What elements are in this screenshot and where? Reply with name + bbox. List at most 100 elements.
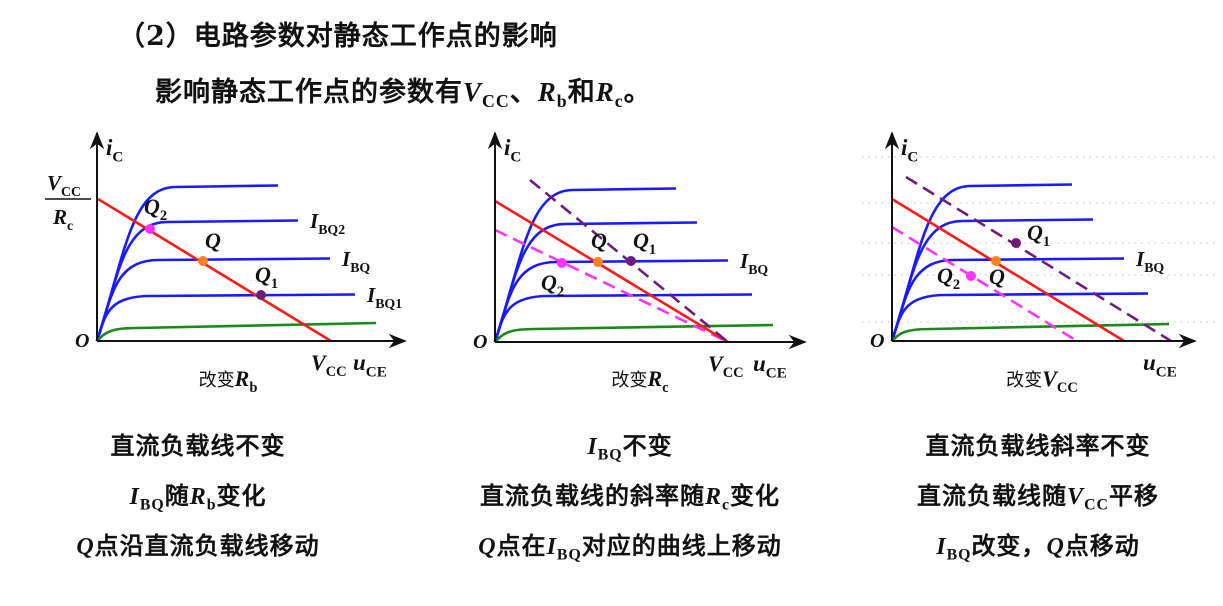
x-axis-label: uCE xyxy=(1143,350,1177,380)
q-label-q: Q xyxy=(591,228,607,253)
cutoff-curve xyxy=(96,321,377,342)
section-title: （2）电路参数对静态工作点的影响 xyxy=(118,21,558,52)
text-run: 直流负载线斜率不变 xyxy=(925,431,1151,460)
subscript: c xyxy=(614,91,624,112)
text-run: 直流负载线随 xyxy=(917,481,1068,510)
note-line: 直流负载线斜率不变 xyxy=(818,424,1223,474)
q-label-q: Q xyxy=(205,228,221,253)
cutoff-curve xyxy=(891,322,1170,342)
output-characteristic-curve xyxy=(95,184,279,342)
output-characteristic-curve xyxy=(493,293,753,343)
curve-label-i-bq: IBQ xyxy=(341,247,370,275)
curve-label-i-bq2: IBQ2 xyxy=(309,209,345,237)
dc-load-line-vcc-higher xyxy=(905,175,1172,343)
symbol: Q xyxy=(1046,534,1065,560)
dc-load-line xyxy=(891,197,1125,343)
text-run: 随 xyxy=(164,481,190,510)
x-tick-vcc: VCC xyxy=(311,350,347,380)
dc-load-line-vcc-lower xyxy=(891,225,1078,343)
q-point-q1 xyxy=(256,290,266,300)
subscript: b xyxy=(206,496,217,514)
subscript: BQ xyxy=(946,546,972,564)
curve-label-i-bq: IBQ xyxy=(1135,247,1164,275)
x-axis-label: uCE xyxy=(353,350,387,380)
subscript: b xyxy=(556,91,568,112)
symbol: V xyxy=(1067,484,1085,510)
text-run: 。 xyxy=(623,77,652,108)
symbol: R xyxy=(704,484,722,510)
dc-load-line-rc-larger xyxy=(494,228,729,344)
symbol: I xyxy=(546,534,557,560)
cutoff-curve xyxy=(494,323,774,343)
text-run: 点在 xyxy=(496,531,547,560)
note-line: IBQ不变 xyxy=(410,424,850,474)
dc-load-line xyxy=(494,199,729,344)
text-run: 平移 xyxy=(1108,481,1159,510)
symbol: R xyxy=(189,484,207,510)
y-tick-vcc-numerator: VCC xyxy=(47,171,81,199)
symbol: R xyxy=(537,77,557,107)
note-line: 直流负载线不变 xyxy=(0,424,418,474)
text-run: 直流负载线不变 xyxy=(110,431,286,460)
q-point-q xyxy=(991,256,1001,266)
y-axis-label: iC xyxy=(504,135,521,165)
note-line: IBQ随Rb变化 xyxy=(0,474,418,524)
output-characteristic-curve xyxy=(95,293,356,342)
text-run: 点移动 xyxy=(1064,531,1140,560)
q-point-q2 xyxy=(966,271,976,281)
q-label-q2: Q2 xyxy=(541,270,564,300)
symbol: I xyxy=(936,534,947,560)
text-run: 直流负载线的斜率随 xyxy=(479,481,705,510)
chart-caption: 改变VCC xyxy=(1006,366,1078,396)
origin-label: O xyxy=(870,330,884,352)
text-run: 和 xyxy=(567,77,596,108)
y-tick-rc-denominator: Rc xyxy=(52,205,73,233)
y-axis-label: iC xyxy=(901,135,918,165)
text-run: 变化 xyxy=(730,481,781,510)
curve-label-i-bq1: IBQ1 xyxy=(366,283,402,311)
text-run: 对应的曲线上移动 xyxy=(581,531,782,560)
symbol: I xyxy=(587,434,598,460)
chart-caption: 改变Rb xyxy=(199,366,258,396)
q-point-q2 xyxy=(557,258,567,268)
note-line: IBQ改变，Q点移动 xyxy=(818,524,1223,574)
symbol: Q xyxy=(478,534,497,560)
subscript: CC xyxy=(482,91,510,112)
curve-label-i-bq: IBQ xyxy=(739,249,768,277)
subscript: CC xyxy=(1084,496,1109,514)
note-line: Q点在IBQ对应的曲线上移动 xyxy=(410,524,850,574)
output-characteristic-curve xyxy=(890,292,1149,342)
subscript: BQ xyxy=(597,446,623,464)
note-line: Q点沿直流负载线移动 xyxy=(0,524,418,574)
text-run: 、 xyxy=(509,77,538,108)
text-run: 变化 xyxy=(216,481,267,510)
q-label-q: Q xyxy=(989,264,1005,289)
text-run: 影响静态工作点的参数有 xyxy=(155,77,463,108)
text-run: 点沿直流负载线移动 xyxy=(94,531,320,560)
x-axis-label: uCE xyxy=(753,351,787,381)
origin-label: O xyxy=(75,330,89,352)
q-label-q1: Q1 xyxy=(633,228,656,258)
y-axis-label: iC xyxy=(106,135,123,165)
q-point-q1 xyxy=(626,256,636,266)
subscript: BQ xyxy=(139,496,165,514)
q-label-q2: Q2 xyxy=(144,194,167,224)
note-line: 直流负载线随VCC平移 xyxy=(818,474,1223,524)
output-characteristic-curve xyxy=(493,187,677,343)
q-point-q xyxy=(593,257,603,267)
q-point-q2 xyxy=(145,224,155,234)
symbol: R xyxy=(595,77,615,107)
symbol: Q xyxy=(76,534,95,560)
text-run: 不变 xyxy=(622,431,673,460)
note-line: 直流负载线的斜率随Rc变化 xyxy=(410,474,850,524)
q-point-q1 xyxy=(1011,238,1021,248)
subscript: c xyxy=(721,496,731,514)
origin-label: O xyxy=(473,331,487,353)
